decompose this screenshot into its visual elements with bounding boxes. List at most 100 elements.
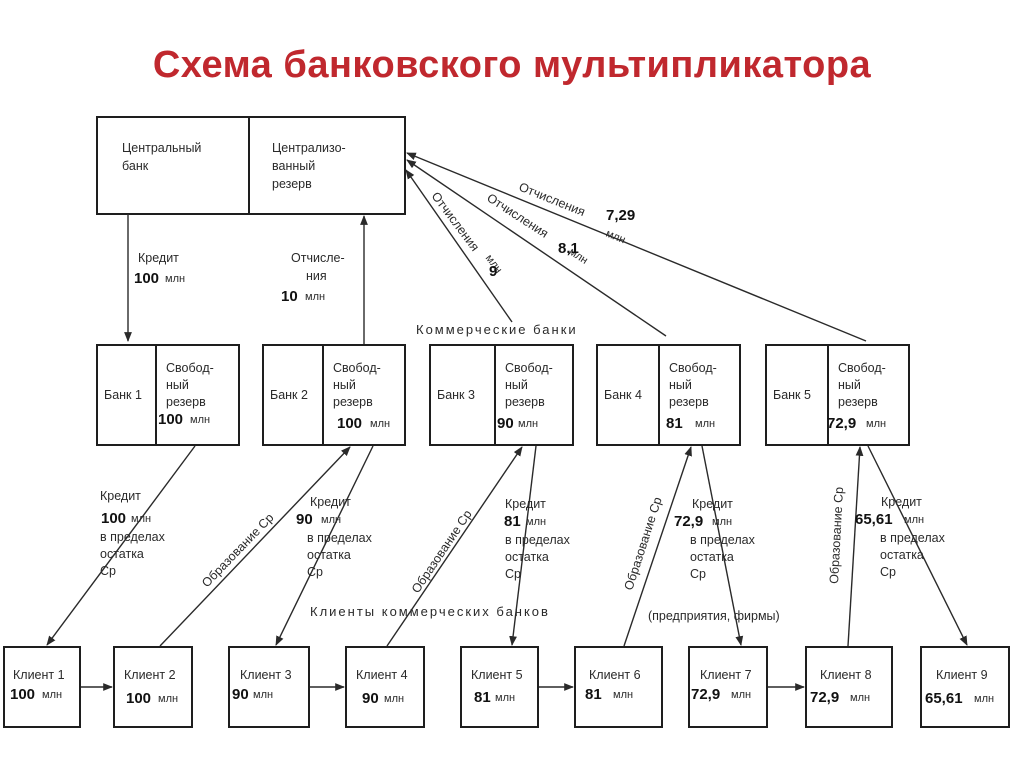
bank-4-reserve-label-1: Свобод- bbox=[669, 361, 717, 375]
formation-label-1: Образование Ср bbox=[199, 511, 276, 590]
bank-3-box: Банк 3 Свобод- ный резерв 90 млн bbox=[429, 344, 574, 446]
bank-1-reserve-label-3: резерв bbox=[166, 395, 206, 409]
formation-label-4: Образование Ср bbox=[827, 487, 846, 585]
bank-4-box: Банк 4 Свобод- ный резерв 81 млн bbox=[596, 344, 741, 446]
credit-2-note-2: остатка bbox=[307, 548, 351, 562]
bank5-deduction-value: 7,29 bbox=[606, 207, 635, 224]
bank-1-box: Банк 1 Свобод- ный резерв 100 млн bbox=[96, 344, 240, 446]
commercial-banks-label: Коммерческие банки bbox=[416, 322, 578, 337]
bank-5-reserve-unit: млн bbox=[866, 418, 886, 430]
arrow-bank4-deduction bbox=[406, 159, 667, 337]
client-5-value: 81 bbox=[474, 689, 491, 706]
arrow-credit-bank1-client1 bbox=[46, 445, 196, 646]
bank-1-reserve-label-2: ный bbox=[166, 378, 189, 392]
bank5-deduction-unit: млн bbox=[604, 228, 627, 247]
client-6-box: Клиент 6 81 млн bbox=[574, 646, 663, 728]
bank2-deduction-value: 10 bbox=[281, 288, 298, 305]
central-reserve-label-line2: ванный bbox=[272, 159, 315, 173]
bank-4-reserve-unit: млн bbox=[695, 418, 715, 430]
credit-label-4: Кредит 72,9 млн в пределах остатка Ср bbox=[674, 497, 756, 581]
client-1-unit: млн bbox=[42, 689, 62, 701]
credit-3-note-2: остатка bbox=[505, 550, 549, 564]
credit-1-note-2: остатка bbox=[100, 547, 144, 561]
bank-3-reserve-value: 90 bbox=[497, 415, 514, 432]
bank-2-reserve-value: 100 bbox=[337, 415, 362, 432]
client-4-box: Клиент 4 90 млн bbox=[345, 646, 425, 728]
bank-5-box: Банк 5 Свобод- ный резерв 72,9 млн bbox=[765, 344, 910, 446]
arrow-formation-client6-bank4 bbox=[623, 446, 692, 647]
client-6-name: Клиент 6 bbox=[589, 668, 641, 682]
clients-note: (предприятия, фирмы) bbox=[648, 609, 780, 623]
credit-3-unit: млн bbox=[526, 516, 546, 528]
central-bank-label-line2: банк bbox=[122, 159, 149, 173]
bank-4-reserve-label-3: резерв bbox=[669, 395, 709, 409]
client-5-name: Клиент 5 bbox=[471, 668, 523, 682]
client-3-value: 90 bbox=[232, 686, 249, 703]
cb-credit-value: 100 bbox=[134, 270, 159, 287]
bank-5-reserve-value: 72,9 bbox=[827, 415, 856, 432]
bank-3-reserve-label-2: ный bbox=[505, 378, 528, 392]
credit-2-unit: млн bbox=[321, 514, 341, 526]
credit-label-1: Кредит 100 млн в пределах остатка Ср bbox=[100, 489, 166, 578]
client-8-name: Клиент 8 bbox=[820, 668, 872, 682]
bank-1-reserve-label-1: Свобод- bbox=[166, 361, 214, 375]
bank3-deduction-label: Отчисления bbox=[429, 189, 482, 253]
credit-4-note-1: в пределах bbox=[690, 533, 756, 547]
client-5-box: Клиент 5 81 млн bbox=[460, 646, 539, 728]
central-reserve-label-line3: резерв bbox=[272, 177, 312, 191]
page-title: Схема банковского мультипликатора bbox=[152, 44, 872, 86]
client-2-name: Клиент 2 bbox=[124, 668, 176, 682]
client-6-value: 81 bbox=[585, 686, 602, 703]
client-7-unit: млн bbox=[731, 689, 751, 701]
client-4-unit: млн bbox=[384, 693, 404, 705]
client-6-unit: млн bbox=[613, 689, 633, 701]
credit-4-label: Кредит bbox=[692, 497, 733, 511]
credit-5-unit: млн bbox=[904, 514, 924, 526]
client-9-name: Клиент 9 bbox=[936, 668, 988, 682]
bank-2-reserve-unit: млн bbox=[370, 418, 390, 430]
arrow-formation-client4-bank3 bbox=[386, 446, 523, 647]
client-2-box: Клиент 2 100 млн bbox=[113, 646, 193, 728]
bank2-deduction-unit: млн bbox=[305, 291, 325, 303]
client-8-value: 72,9 bbox=[810, 689, 839, 706]
credit-1-value: 100 bbox=[101, 510, 126, 527]
arrow-bank5-deduction bbox=[406, 152, 867, 342]
central-reserve-label-line1: Централизо- bbox=[272, 141, 346, 155]
bank2-deduction-label-line2: ния bbox=[306, 269, 327, 283]
bank-4-name: Банк 4 bbox=[604, 388, 642, 402]
client-1-value: 100 bbox=[10, 686, 35, 703]
arrow-formation-client2-bank2 bbox=[159, 446, 351, 647]
client-9-value: 65,61 bbox=[925, 690, 963, 707]
credit-1-unit: млн bbox=[131, 513, 151, 525]
arrow-credit-bank3-client5 bbox=[509, 445, 537, 646]
credit-3-label: Кредит bbox=[505, 497, 546, 511]
credit-4-unit: млн bbox=[712, 516, 732, 528]
bank-3-reserve-label-1: Свобод- bbox=[505, 361, 553, 375]
client-9-unit: млн bbox=[974, 693, 994, 705]
bank-4-reserve-value: 81 bbox=[666, 415, 683, 432]
credit-3-note-1: в пределах bbox=[505, 533, 571, 547]
client-7-value: 72,9 bbox=[691, 686, 720, 703]
credit-3-value: 81 bbox=[504, 513, 521, 530]
bank-3-reserve-unit: млн bbox=[518, 418, 538, 430]
credit-1-note-1: в пределах bbox=[100, 530, 166, 544]
arrow-credit-bank2-client3 bbox=[275, 445, 374, 646]
bank-3-name: Банк 3 bbox=[437, 388, 475, 402]
client-8-unit: млн bbox=[850, 692, 870, 704]
bank-2-name: Банк 2 bbox=[270, 388, 308, 402]
credit-2-note-1: в пределах bbox=[307, 531, 373, 545]
credit-4-note-2: остатка bbox=[690, 550, 734, 564]
cb-credit-unit: млн bbox=[165, 273, 185, 285]
bank-5-reserve-label-2: ный bbox=[838, 378, 861, 392]
bank-2-reserve-label-1: Свобод- bbox=[333, 361, 381, 375]
bank-2-box: Банк 2 Свобод- ный резерв 100 млн bbox=[262, 344, 406, 446]
central-bank-box: Центральный банк Централизо- ванный резе… bbox=[96, 116, 406, 215]
cb-credit-label: Кредит bbox=[138, 251, 179, 265]
credit-label-5: Кредит 65,61 млн в пределах остатка Ср bbox=[855, 495, 946, 579]
client-4-value: 90 bbox=[362, 690, 379, 707]
client-2-unit: млн bbox=[158, 693, 178, 705]
bank-2-reserve-label-2: ный bbox=[333, 378, 356, 392]
client-7-box: Клиент 7 72,9 млн bbox=[688, 646, 768, 728]
bank2-deduction-label-line1: Отчисле- bbox=[291, 251, 345, 265]
